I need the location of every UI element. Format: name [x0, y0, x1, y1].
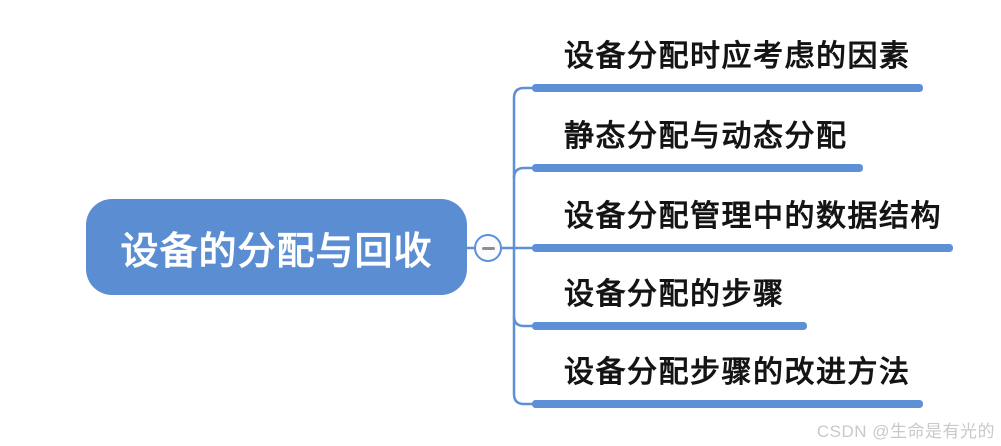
branch-topic-2[interactable]: 静态分配与动态分配 [564, 120, 848, 153]
branch-4-underline [532, 322, 807, 330]
watermark-text: CSDN @生命是有光的 [816, 422, 995, 441]
branch-topic-3[interactable]: 设备分配管理中的数据结构 [564, 200, 942, 233]
branch-topic-5[interactable]: 设备分配步骤的改进方法 [564, 356, 911, 389]
spine-line [512, 86, 533, 406]
branch-topic-4[interactable]: 设备分配的步骤 [564, 278, 785, 311]
branch-1-underline [532, 84, 923, 92]
branch-5-underline [532, 400, 923, 408]
root-topic-node[interactable]: 设备的分配与回收 [86, 199, 467, 295]
branch-2-underline [532, 164, 863, 172]
branch-2-elbow [512, 166, 533, 179]
root-topic-label: 设备的分配与回收 [120, 230, 433, 273]
branch-topic-1[interactable]: 设备分配时应考虑的因素 [564, 40, 911, 73]
collapse-button[interactable] [474, 234, 502, 262]
branch-4-elbow [512, 315, 533, 328]
minus-icon [481, 246, 495, 250]
branch-3-underline [532, 244, 953, 252]
